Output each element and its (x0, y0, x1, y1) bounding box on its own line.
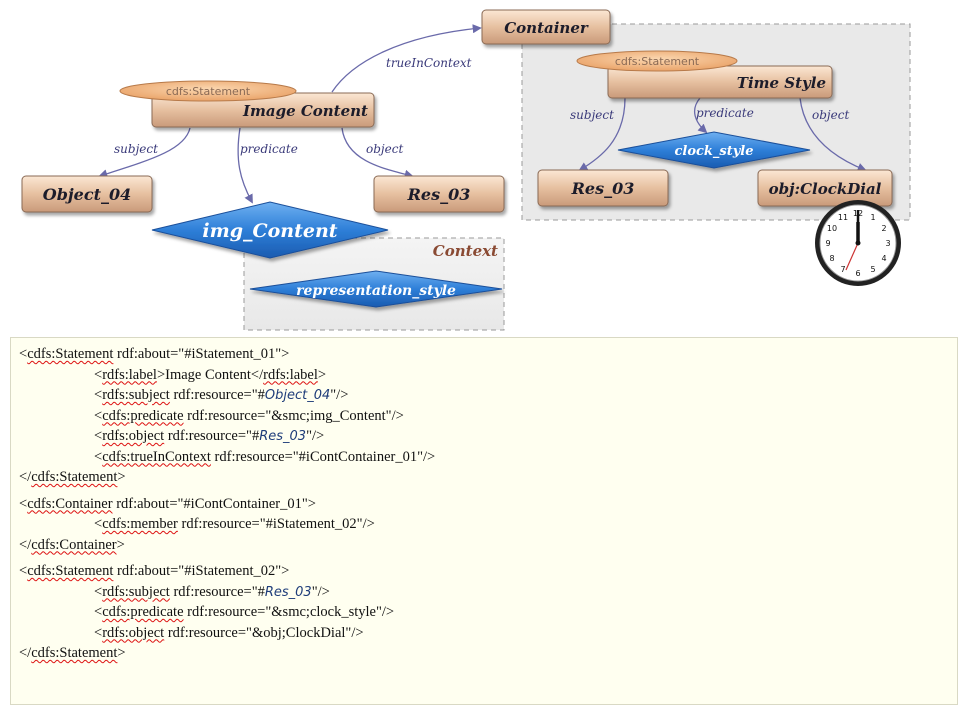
clock-icon: 121234567891011 (815, 200, 901, 286)
svg-text:Image Content: Image Content (242, 102, 368, 120)
code-line: <rdfs:subject rdf:resource="#Res_03"/> (94, 583, 330, 600)
clock-number: 11 (838, 213, 848, 222)
clock-number: 5 (870, 265, 875, 274)
edge-predicate-1 (237, 127, 253, 204)
svg-text:Res_03: Res_03 (571, 179, 635, 198)
svg-text:obj:ClockDial: obj:ClockDial (769, 180, 882, 198)
svg-text:Time Style: Time Style (737, 74, 826, 92)
node-res-03-b: Res_03 (537, 169, 669, 207)
clock-number: 8 (829, 254, 834, 263)
clock-number: 3 (885, 239, 890, 248)
code-line: <cdfs:predicate rdf:resource="&smc;img_C… (94, 407, 404, 424)
clock-number: 4 (881, 254, 886, 263)
predicate-img-content: img_Content (151, 201, 389, 259)
node-res-03-a: Res_03 (373, 175, 505, 213)
code-line: <rdfs:object rdf:resource="&obj;ClockDia… (94, 624, 364, 641)
code-line: <cdfs:Container rdf:about="#iContContain… (19, 495, 316, 512)
predicate-clock-style: clock_style (617, 131, 811, 169)
label-subject-2: subject (570, 108, 614, 122)
svg-text:cdfs:Statement: cdfs:Statement (166, 85, 251, 98)
code-line: <rdfs:object rdf:resource="#Res_03"/> (94, 428, 325, 444)
code-line: <cdfs:trueInContext rdf:resource="#iCont… (94, 448, 436, 465)
edge-trueincontext (331, 24, 482, 93)
code-line: </cdfs:Container> (19, 536, 125, 553)
edge-subject-2 (578, 97, 626, 171)
edge-object-1 (341, 127, 414, 179)
svg-text:clock_style: clock_style (674, 144, 753, 159)
rdf-xml-code-panel: <cdfs:Statement rdf:about="#iStatement_0… (10, 337, 958, 705)
code-line: <cdfs:Statement rdf:about="#iStatement_0… (19, 346, 290, 362)
code-line: <cdfs:predicate rdf:resource="&smc;clock… (94, 604, 395, 620)
code-line: <rdfs:label>Image Content</rdfs:label> (94, 366, 327, 383)
container-node: Container (481, 9, 611, 45)
node-clock-dial: obj:ClockDial (757, 169, 893, 207)
label-object-1: object (366, 142, 403, 156)
svg-text:cdfs:Statement: cdfs:Statement (615, 55, 700, 68)
statement-node-image-content: Image Content (151, 92, 375, 128)
svg-text:Object_04: Object_04 (43, 185, 132, 204)
clock-number: 9 (825, 239, 830, 248)
context-representation-style: representation_style (249, 270, 503, 308)
label-object-2: object (812, 108, 849, 122)
code-line: <rdfs:subject rdf:resource="#Object_04"/… (94, 387, 349, 403)
code-line: </cdfs:Statement> (19, 469, 126, 485)
clock-number: 10 (827, 224, 837, 233)
svg-text:representation_style: representation_style (296, 283, 456, 299)
statement-node-time-style: Time Style (607, 65, 833, 99)
edge-predicate-2 (693, 97, 708, 134)
clock-number: 2 (881, 224, 886, 233)
svg-text:img_Content: img_Content (202, 220, 337, 242)
statement-tag-2: cdfs:Statement (576, 50, 738, 72)
clock-number: 6 (855, 269, 860, 278)
context-title: Context (433, 242, 498, 260)
clock-number: 1 (870, 213, 875, 222)
svg-text:Res_03: Res_03 (407, 185, 471, 204)
code-line: <cdfs:Statement rdf:about="#iStatement_0… (19, 563, 290, 579)
label-trueincontext: trueInContext (386, 56, 472, 70)
label-predicate-2: predicate (696, 106, 754, 120)
statement-tag-1: cdfs:Statement (119, 80, 297, 102)
edge-object-2 (799, 97, 867, 172)
code-line: </cdfs:Statement> (19, 645, 126, 661)
label-subject-1: subject (114, 142, 158, 156)
label-predicate-1: predicate (240, 142, 298, 156)
svg-text:Container: Container (504, 19, 589, 37)
edge-subject-1 (98, 127, 191, 179)
code-line: <cdfs:member rdf:resource="#iStatement_0… (94, 516, 375, 532)
clock-number: 7 (840, 265, 845, 274)
node-object-04: Object_04 (21, 175, 153, 213)
rdf-diagram: Context subject predicate object trueInC… (21, 9, 911, 331)
